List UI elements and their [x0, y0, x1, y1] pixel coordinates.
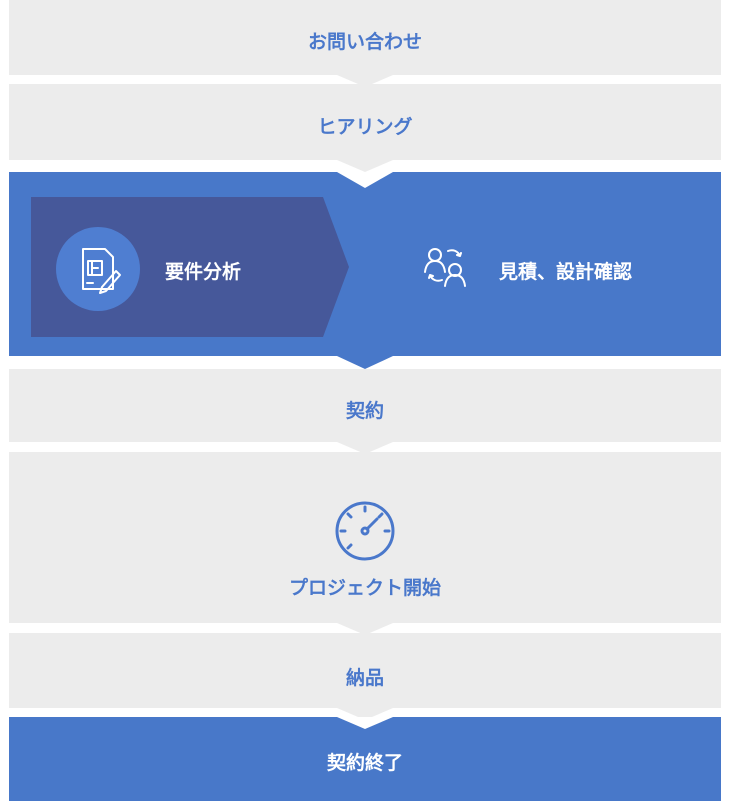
step-contract: 契約: [9, 369, 721, 442]
requirements-panel: 要件分析: [31, 197, 323, 337]
step-hearing: ヒアリング: [9, 84, 721, 160]
requirements-arrow: [323, 197, 349, 337]
step-connector: [337, 717, 393, 729]
step-delivery: 納品: [9, 633, 721, 708]
step-project-start: プロジェクト開始: [9, 452, 721, 623]
step-hearing-label: ヒアリング: [317, 116, 413, 138]
step-estimate-label: 見積、設計確認: [499, 261, 633, 283]
step-contract-label: 契約: [345, 400, 384, 422]
users-exchange-icon: [422, 244, 470, 288]
step-requirements-estimate: 要件分析 見積、設計確認: [9, 172, 721, 356]
step-requirements-label: 要件分析: [165, 261, 242, 283]
step-contract-end-label: 契約終了: [326, 752, 403, 774]
step-contract-end: 契約終了: [9, 717, 721, 801]
speedometer-icon: [333, 499, 397, 563]
document-edit-icon: [56, 227, 140, 311]
step-connector: [337, 160, 393, 172]
step-inquiry-label: お問い合わせ: [307, 31, 422, 53]
step-connector: [337, 356, 393, 369]
step-connector: [337, 623, 393, 635]
step-connector: [337, 172, 393, 188]
step-connector: [337, 442, 393, 454]
step-project-start-label: プロジェクト開始: [288, 577, 441, 599]
step-connector: [337, 75, 393, 87]
step-delivery-label: 納品: [345, 667, 384, 689]
step-inquiry: お問い合わせ: [9, 0, 721, 75]
